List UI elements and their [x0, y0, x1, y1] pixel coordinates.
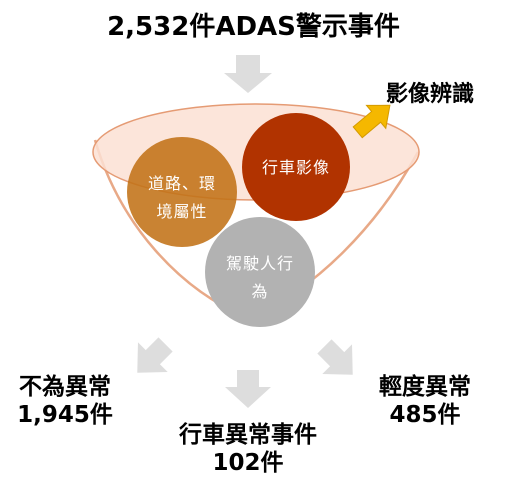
vehicle-image-label: 行車影像: [261, 158, 330, 177]
vehicle-image-circle: [242, 113, 350, 221]
output-driving-abnormal: 行車異常事件 102件: [179, 422, 317, 476]
image-recognition-label: 影像辨識: [386, 82, 475, 107]
driver-behavior-label: 駕駛人行 為: [225, 254, 294, 301]
top-down-arrow-icon: [224, 55, 272, 93]
diagram-title: 2,532件ADAS警示事件: [107, 12, 400, 42]
output-mild-abnormal: 輕度異常 485件: [379, 374, 471, 428]
road-environment-label: 道路、環 境屬性: [147, 174, 216, 221]
right-down-arrow-icon: [317, 339, 353, 375]
output-normal: 不為異常 1,945件: [17, 374, 113, 428]
callout-arrow-icon: [352, 104, 391, 139]
road-environment-circle: [127, 137, 237, 247]
driver-behavior-circle: [205, 217, 315, 327]
left-down-arrow-icon: [137, 337, 173, 373]
center-down-arrow-icon: [225, 370, 271, 408]
